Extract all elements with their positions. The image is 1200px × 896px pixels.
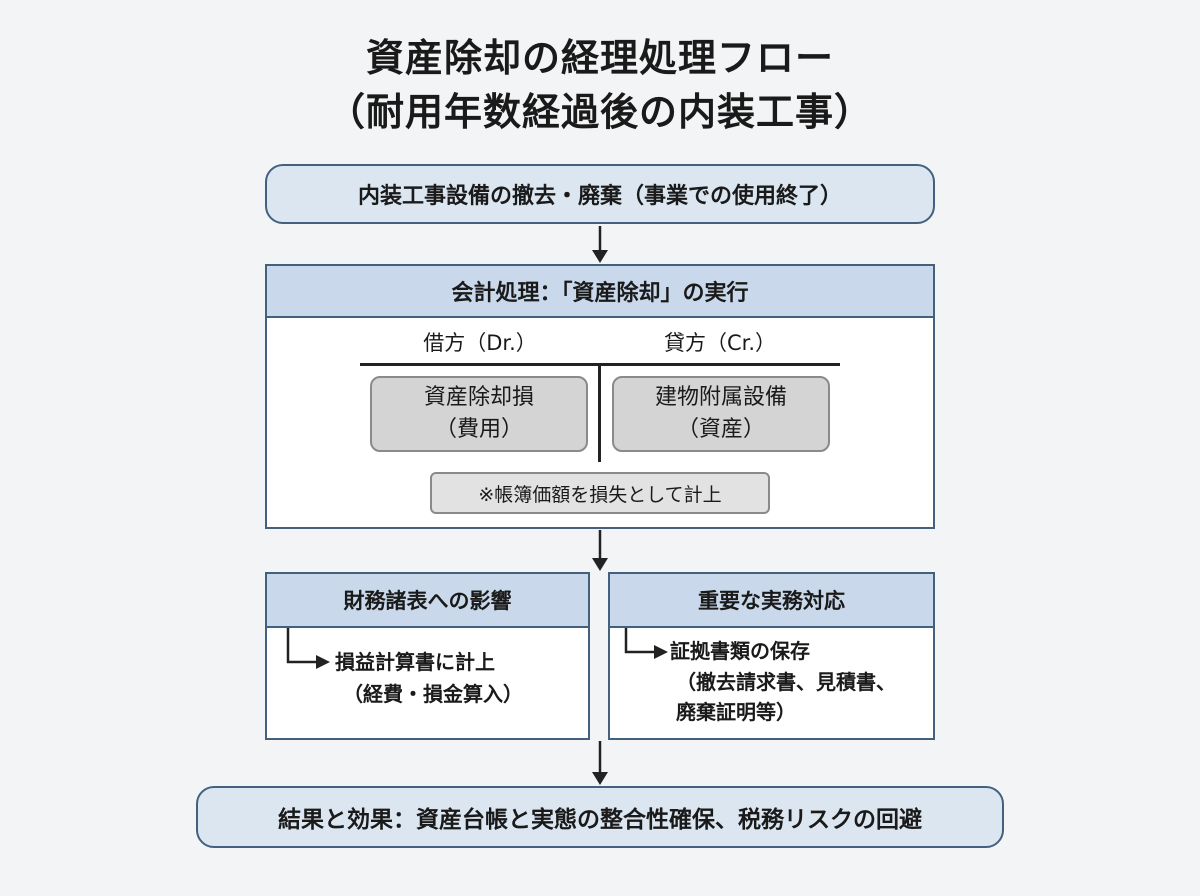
t-account-vertical-rule [598, 364, 601, 462]
flow-arrow-3 [592, 741, 608, 785]
impact-line1: 損益計算書に計上 [335, 650, 495, 674]
financial-impact-panel: 財務諸表への影響 [265, 572, 590, 740]
result-effect: 結果と効果：資産台帳と実態の整合性確保、税務リスクの回避 [196, 786, 1004, 848]
practice-line2: （撤去請求書、見積書、 [676, 670, 896, 694]
credit-account-box: 建物附属設備 （資産） [612, 376, 830, 452]
debit-account-type: （費用） [434, 417, 523, 442]
credit-label: 貸方（Cr.） [663, 331, 777, 355]
practice-panel: 重要な実務対応 [608, 572, 935, 740]
step-remove-dispose: 内装工事設備の撤去・廃棄（事業での使用終了） [265, 164, 935, 224]
practice-line1: 証拠書類の保存 [670, 639, 810, 663]
credit-account-name: 建物附属設備 [654, 385, 787, 410]
elbow-arrow-icon [624, 628, 668, 659]
debit-account-name: 資産除却損 [423, 385, 534, 410]
debit-label: 借方（Dr.） [423, 331, 537, 355]
diagram-title-line2: （耐用年数経過後の内装工事） [326, 90, 873, 134]
flow-arrow-1 [592, 226, 608, 263]
elbow-arrow-icon [286, 628, 330, 669]
book-value-note: ※帳簿価額を損失として計上 [430, 472, 770, 514]
debit-account-box: 資産除却損 （費用） [370, 376, 588, 452]
credit-account-type: （資産） [676, 417, 765, 442]
practice-heading: 重要な実務対応 [610, 574, 933, 628]
accounting-heading: 会計処理：「資産除却」の実行 [267, 266, 933, 318]
practice-line3: 廃棄証明等） [676, 700, 796, 724]
financial-impact-heading: 財務諸表への影響 [267, 574, 588, 628]
diagram-title-line1: 資産除却の経理処理フロー [365, 36, 834, 80]
impact-line2: （経費・損金算入） [343, 682, 523, 706]
flow-arrow-2 [592, 530, 608, 571]
